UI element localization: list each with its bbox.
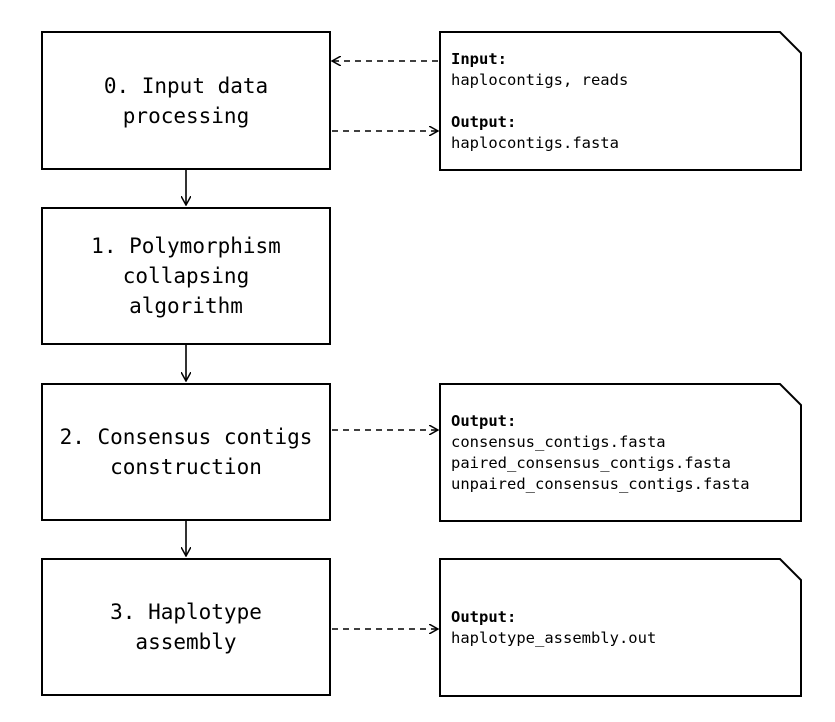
- note-output-item: haplotype_assembly.out: [451, 628, 657, 647]
- step-box-1: 1. Polymorphism collapsing algorithm: [41, 207, 331, 345]
- note-output-item: unpaired_consensus_contigs.fasta: [451, 474, 750, 493]
- step-label-1: 1. Polymorphism collapsing algorithm: [91, 234, 281, 318]
- step-box-3: 3. Haplotype assembly: [41, 558, 331, 696]
- note-step2-output: Output: consensus_contigs.fasta paired_c…: [439, 383, 802, 522]
- note-output-heading: Output:: [451, 411, 517, 430]
- note-output-item: haplocontigs.fasta: [451, 133, 619, 152]
- note-output-item: consensus_contigs.fasta: [451, 432, 666, 451]
- note-output-item: paired_consensus_contigs.fasta: [451, 453, 731, 472]
- step-label-0: 0. Input data processing: [103, 73, 269, 128]
- step-label-2: 2. Consensus contigs construction: [59, 425, 313, 479]
- note-step3-output: Output: haplotype_assembly.out: [439, 558, 802, 697]
- step-box-2: 2. Consensus contigs construction: [41, 383, 331, 521]
- step-box-0: 0. Input data processing: [41, 31, 331, 170]
- note-output-heading: Output:: [451, 607, 517, 626]
- note-input-heading: Input:: [451, 49, 507, 68]
- note-shape: [439, 383, 802, 522]
- note-step0-io: Input: haplocontigs, reads Output: haplo…: [439, 31, 802, 171]
- note-output-heading: Output:: [451, 112, 517, 131]
- note-input-item: haplocontigs, reads: [451, 70, 629, 89]
- note-shape: [439, 31, 802, 171]
- step-label-3: 3. Haplotype assembly: [110, 600, 262, 654]
- note-shape: [439, 558, 802, 697]
